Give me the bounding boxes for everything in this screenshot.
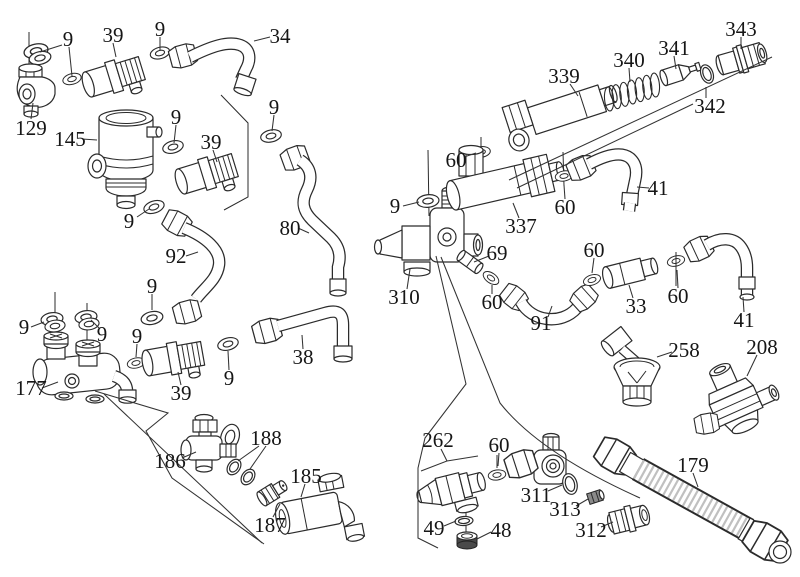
o-ring-342 (699, 64, 715, 84)
group-manifold-177 (32, 292, 353, 404)
part-label-9: 9 (155, 17, 166, 41)
part-label-179: 179 (677, 453, 709, 477)
part-label-258: 258 (668, 338, 700, 362)
part-label-92: 92 (166, 244, 187, 268)
fitting-343 (715, 42, 768, 76)
part-label-48: 48 (491, 518, 512, 542)
group-nozzle-262 (416, 455, 507, 550)
part-label-9: 9 (390, 194, 401, 218)
part-label-262: 262 (422, 428, 454, 452)
part-label-60: 60 (668, 284, 689, 308)
group-sub-339-343 (501, 42, 768, 152)
elbow-pipe-41-b (681, 232, 756, 301)
part-label-311: 311 (521, 483, 552, 507)
part-label-340: 340 (613, 48, 645, 72)
part-label-312: 312 (575, 518, 607, 542)
part-label-49: 49 (424, 516, 445, 540)
valve-39-c (139, 336, 208, 387)
leader-lines (30, 36, 773, 549)
valve-39-b (171, 149, 243, 206)
elbow-fitting-129 (16, 63, 56, 118)
part-label-60: 60 (482, 290, 503, 314)
part-label-60: 60 (489, 433, 510, 457)
group-hose-91-chain (497, 232, 756, 326)
part-label-208: 208 (746, 335, 778, 359)
elbow-pipe-38 (250, 305, 353, 363)
part-label-129: 129 (15, 116, 47, 140)
part-label-9: 9 (97, 322, 108, 346)
curved-pipe-80 (278, 142, 347, 297)
o-rings-188 (226, 458, 256, 486)
part-label-39: 39 (171, 381, 192, 405)
fitting-312 (606, 504, 651, 535)
part-label-342: 342 (694, 94, 726, 118)
part-label-41: 41 (648, 176, 669, 200)
part-label-91: 91 (531, 311, 552, 335)
group-valve-208 (692, 362, 780, 436)
part-label-34: 34 (270, 24, 292, 48)
fitting-187 (256, 480, 288, 507)
part-label-80: 80 (280, 216, 301, 240)
part-label-9: 9 (19, 315, 30, 339)
group-flex-hose-179 (590, 432, 792, 566)
group-valve-258 (600, 325, 661, 407)
group-valve-186 (180, 413, 241, 473)
part-label-9: 9 (132, 324, 143, 348)
part-label-186: 186 (154, 449, 186, 473)
part-label-310: 310 (388, 285, 420, 309)
part-label-39: 39 (201, 130, 222, 154)
part-label-9: 9 (269, 95, 280, 119)
part-label-341: 341 (658, 36, 690, 60)
part-label-60: 60 (446, 148, 467, 172)
group-fitting-337 (445, 137, 575, 211)
part-label-38: 38 (293, 345, 314, 369)
cylinder-33 (601, 257, 659, 289)
part-label-9: 9 (124, 209, 135, 233)
part-label-69: 69 (487, 241, 508, 265)
group-tee-311 (502, 432, 651, 535)
group-elbow-41-a (564, 148, 643, 212)
part-label-9: 9 (63, 27, 74, 51)
part-label-60: 60 (555, 195, 576, 219)
group-filter-145-chain (87, 94, 347, 297)
manifold-177 (32, 331, 137, 404)
part-label-177: 177 (15, 376, 47, 400)
group-top-left-valve-chain (16, 32, 257, 118)
group-pipe-92 (139, 197, 226, 328)
part-label-185: 185 (290, 464, 322, 488)
part-label-9: 9 (171, 105, 182, 129)
valve-39-a (78, 52, 150, 109)
cap-48 (456, 531, 478, 550)
o-ring-311 (562, 473, 578, 495)
part-label-339: 339 (548, 64, 580, 88)
cylinder-339 (501, 84, 618, 152)
part-label-41: 41 (734, 308, 755, 332)
valve-insert-341 (659, 61, 702, 87)
spring-340 (603, 72, 661, 112)
part-label-187: 187 (254, 513, 286, 537)
fitting-185 (274, 472, 366, 542)
filter-145 (87, 109, 163, 210)
cylinder-337 (445, 153, 565, 211)
fitting-69 (456, 249, 484, 275)
part-label-343: 343 (725, 17, 757, 41)
part-label-313: 313 (549, 497, 581, 521)
elbow-pipe-34 (166, 37, 257, 97)
part-label-33: 33 (626, 294, 647, 318)
part-label-60: 60 (584, 238, 605, 262)
part-label-9: 9 (224, 366, 235, 390)
part-label-188: 188 (250, 426, 282, 450)
part-label-337: 337 (505, 214, 537, 238)
part-label-9: 9 (147, 274, 158, 298)
nut-313 (586, 488, 605, 506)
part-label-145: 145 (54, 127, 86, 151)
seal-ring-49 (454, 515, 474, 527)
part-labels: 9 39 9 34 129 145 9 39 9 9 92 80 9 9 9 9… (15, 17, 778, 542)
part-label-39: 39 (103, 23, 124, 47)
hose-91 (497, 280, 601, 326)
